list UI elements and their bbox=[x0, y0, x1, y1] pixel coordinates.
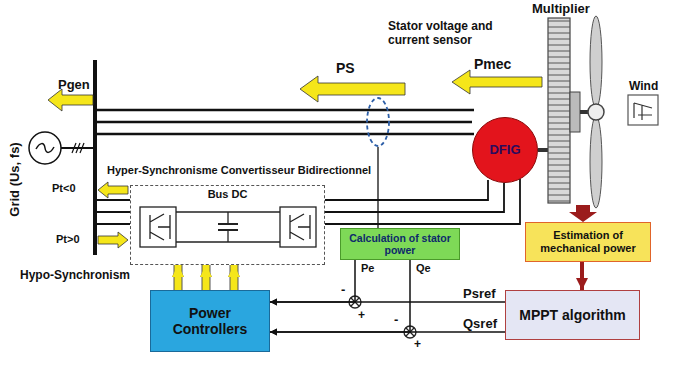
connector-line bbox=[270, 260, 410, 332]
node-label: DFIG bbox=[486, 143, 523, 158]
text-label: + bbox=[358, 308, 365, 322]
controller-box: Power Controllers bbox=[150, 290, 270, 352]
text-label: - bbox=[341, 282, 345, 297]
text-label: Stator voltage and current sensor bbox=[388, 20, 516, 48]
power-arrow bbox=[452, 70, 542, 94]
process-box: MPPT algorithm bbox=[505, 290, 640, 340]
arrow-head bbox=[228, 265, 240, 277]
process-box: Calculation of stator power bbox=[340, 228, 460, 260]
power-arrow bbox=[300, 76, 405, 102]
bus-bar bbox=[93, 60, 97, 255]
text-label: Hypo-Synchronism bbox=[20, 268, 130, 282]
arrow-head bbox=[172, 265, 184, 277]
converter-box: Hyper-Synchronisme Convertisseur Bidirec… bbox=[130, 185, 325, 265]
text-label: Pmec bbox=[474, 56, 511, 72]
stator-lines bbox=[95, 110, 474, 134]
connector bbox=[270, 260, 355, 306]
text-label: PS bbox=[336, 60, 355, 76]
node-label: Calculation of stator power bbox=[341, 232, 459, 256]
node-label: Power Controllers bbox=[151, 305, 269, 337]
text-label: Pt<0 bbox=[52, 182, 76, 194]
arrow-head bbox=[270, 299, 277, 306]
sensor-wire bbox=[377, 147, 378, 228]
arrow-head bbox=[200, 265, 212, 277]
process-box: Estimation of mechanical power bbox=[525, 222, 651, 262]
node-label: Hyper-Synchronisme Convertisseur Bidirec… bbox=[105, 164, 373, 177]
node-label: MPPT algorithm bbox=[516, 307, 629, 323]
connector bbox=[270, 260, 410, 336]
signal-label: Pe bbox=[360, 262, 375, 274]
power-arrow bbox=[98, 182, 128, 198]
arrow-head bbox=[270, 299, 277, 306]
grid-source bbox=[29, 132, 95, 164]
text-label: Wind bbox=[629, 79, 658, 93]
text-label: + bbox=[414, 337, 421, 351]
generator-circle: DFIG bbox=[472, 117, 538, 183]
signal-label: Qe bbox=[415, 262, 432, 274]
sensor-ellipse bbox=[367, 98, 389, 146]
arrow-head bbox=[270, 329, 277, 336]
node-sublabel: Bus DC bbox=[131, 188, 324, 201]
wind-icon bbox=[628, 95, 658, 125]
text-label: Pt>0 bbox=[56, 233, 80, 245]
node-label: Estimation of mechanical power bbox=[526, 229, 650, 254]
text-label: - bbox=[394, 312, 398, 327]
power-arrow bbox=[98, 232, 128, 248]
arrow-head bbox=[228, 265, 240, 277]
converter-symbols bbox=[140, 207, 316, 247]
arrow-head bbox=[200, 265, 212, 277]
text-label: Pgen bbox=[58, 77, 90, 92]
arrow-head bbox=[270, 329, 277, 336]
signal-label: Qsref bbox=[462, 316, 498, 331]
signal-label: Psref bbox=[462, 286, 497, 301]
text-label: Multiplier bbox=[532, 1, 590, 16]
power-arrow bbox=[48, 89, 93, 111]
connector bbox=[576, 262, 588, 290]
text-label: Grid (Us, fs) bbox=[7, 128, 22, 232]
arrow-head bbox=[172, 265, 184, 277]
wind-turbine bbox=[538, 16, 604, 222]
connector bbox=[172, 265, 240, 290]
arrow-head bbox=[576, 278, 588, 290]
connector-line bbox=[270, 260, 355, 302]
